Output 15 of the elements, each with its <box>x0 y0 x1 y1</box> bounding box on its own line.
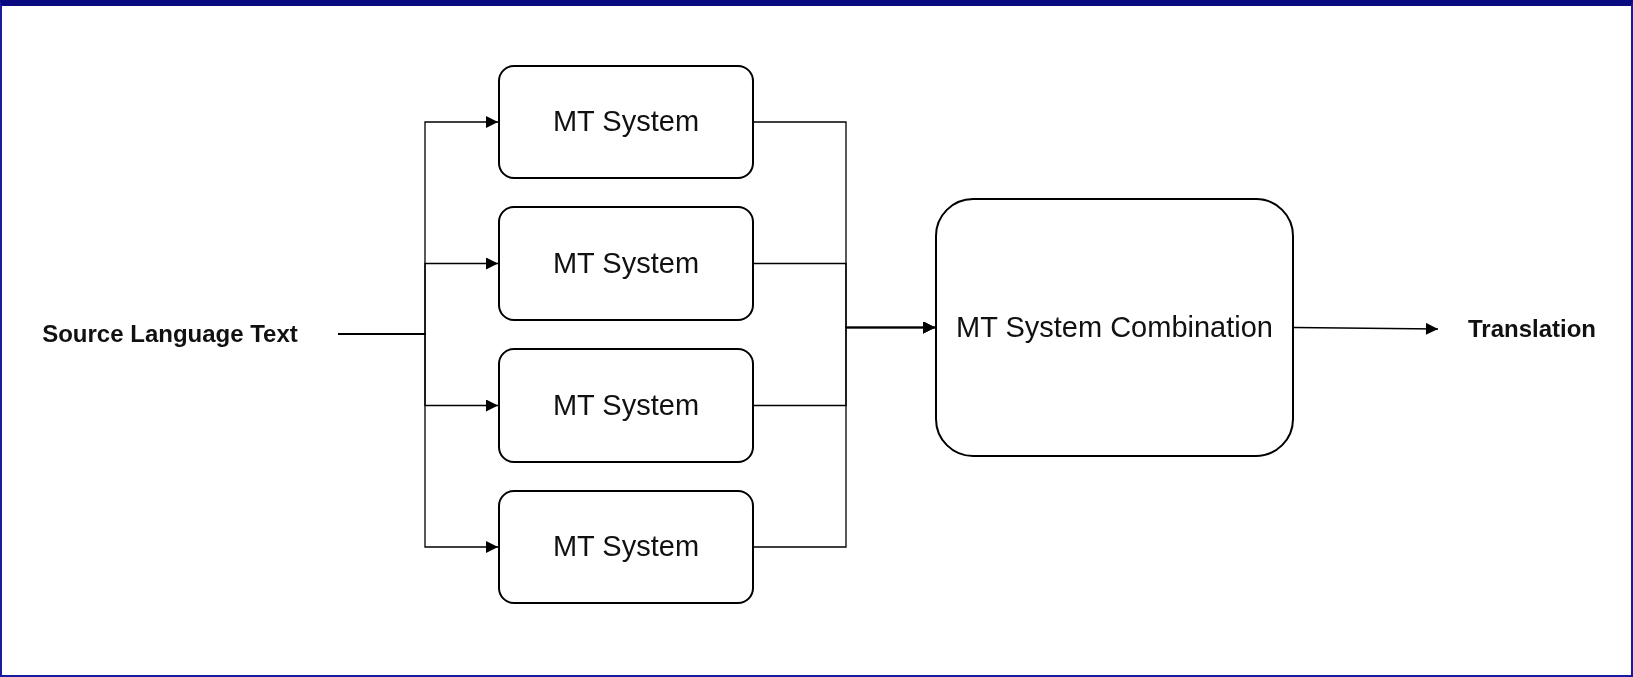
box-label: MT System <box>552 104 700 140</box>
process-box <box>498 206 754 321</box>
box-label: MT System <box>552 529 700 565</box>
arrow <box>1293 322 1439 335</box>
process-box <box>498 490 754 604</box>
box-label: MT System <box>552 387 700 423</box>
box-label: MT System <box>552 245 700 281</box>
arrow <box>337 333 499 553</box>
flow-label: Source Language Text <box>42 319 298 350</box>
process-box <box>498 65 754 179</box>
flow-label: Translation <box>1468 314 1596 345</box>
process-box <box>935 198 1294 457</box>
arrow <box>753 321 936 548</box>
process-box <box>498 348 754 463</box>
box-label: MT System Combination <box>956 309 1273 345</box>
